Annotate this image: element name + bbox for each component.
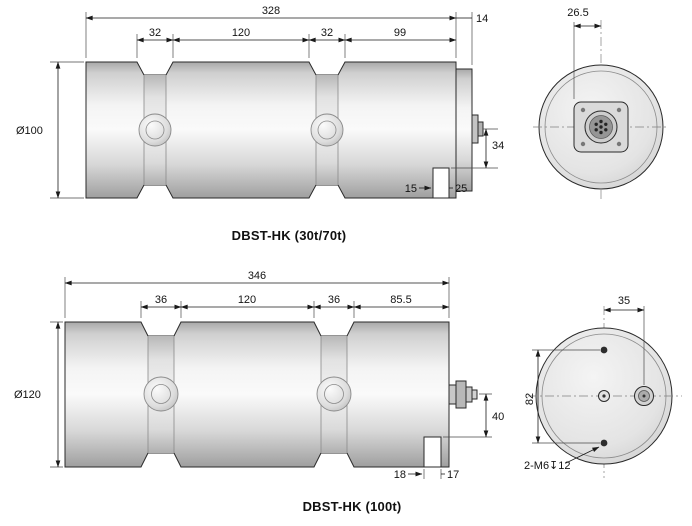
membrane-left-inner — [145, 120, 165, 140]
membrane-left — [138, 113, 172, 147]
extension-lines — [50, 12, 498, 199]
dim-diameter-label: Ø100 — [16, 125, 43, 137]
dim-connector-offset-label: 35 — [618, 295, 630, 307]
dim-diameter-label: Ø120 — [14, 389, 41, 401]
pin-dot — [599, 130, 603, 135]
end-view-30t: 26.5 — [533, 7, 669, 202]
dim-hole-spacing-label: 82 — [524, 393, 536, 405]
extension-lines — [532, 306, 645, 444]
screw-dot — [616, 107, 622, 113]
drawing-100t: 346 36 120 36 85.5 Ø120 40 18 17 — [14, 270, 682, 514]
pin-dot — [594, 122, 598, 127]
dim-slot-offset-label: 15 — [405, 183, 417, 195]
dim-groove-left-label: 32 — [149, 27, 161, 39]
membrane-right — [310, 113, 344, 147]
pin-dot — [604, 122, 608, 127]
screw-dot — [580, 107, 586, 113]
cable-gland-body — [465, 386, 473, 403]
screw-dot — [580, 141, 586, 147]
connector-pins — [594, 119, 608, 135]
dim-groove-left-label: 36 — [155, 294, 167, 306]
cable-connector-base — [471, 114, 479, 144]
dim-plate-offset-label: 26.5 — [567, 7, 588, 19]
dim-right-section-label: 85.5 — [390, 294, 411, 306]
dim-total-label: 328 — [262, 5, 280, 17]
cable-gland-nut — [455, 380, 467, 409]
end-cap — [455, 68, 473, 192]
dim-slot-offset-label: 18 — [394, 469, 406, 481]
dim-end-cap-label: 14 — [476, 13, 488, 25]
drawing-title-30t: DBST-HK (30t/70t) — [232, 228, 347, 243]
m6-hole-top — [600, 346, 608, 354]
dim-groove-spacing-label: 120 — [232, 27, 250, 39]
connector-dot — [642, 394, 646, 398]
dim-slot-width-label: 17 — [447, 469, 459, 481]
center-dot — [602, 394, 606, 398]
pin-dot — [599, 119, 603, 124]
pin-dot — [599, 125, 603, 129]
load-cell-body — [64, 321, 450, 468]
thread-note-label: 2-M6↧12 — [524, 460, 571, 472]
mounting-slot — [432, 167, 450, 199]
pin-dot — [594, 128, 598, 132]
dim-slot-width-label: 25 — [455, 183, 467, 195]
screw-dot — [616, 141, 622, 147]
dim-groove-spacing-label: 120 — [238, 294, 256, 306]
side-view-30t: 328 14 32 120 32 99 Ø100 34 15 25 — [16, 5, 504, 199]
side-view-100t: 346 36 120 36 85.5 Ø120 40 18 17 — [14, 270, 504, 481]
dim-total-label: 346 — [248, 270, 266, 282]
membrane-right-inner — [317, 120, 337, 140]
cable-connector-tip — [477, 121, 484, 137]
drawing-30t-70t: 328 14 32 120 32 99 Ø100 34 15 25 — [16, 5, 669, 243]
membrane-left-inner — [151, 384, 171, 404]
cable-gland-base — [448, 384, 457, 405]
mounting-slot — [423, 436, 442, 468]
cable-gland-tip — [471, 389, 478, 400]
membrane-right-inner — [324, 384, 344, 404]
end-view-100t: 35 82 2-M6↧12 — [524, 295, 682, 478]
dim-connector-offset-label: 40 — [492, 411, 504, 423]
membrane-right — [316, 376, 352, 412]
thread-leader-line — [565, 446, 600, 464]
dim-groove-right-label: 36 — [328, 294, 340, 306]
membrane-left — [143, 376, 179, 412]
pin-dot — [604, 128, 608, 132]
dim-groove-right-label: 32 — [321, 27, 333, 39]
m6-hole-bottom — [600, 439, 608, 447]
dim-right-section-label: 99 — [394, 27, 406, 39]
dim-connector-offset-label: 34 — [492, 140, 504, 152]
drawing-title-100t: DBST-HK (100t) — [303, 499, 402, 514]
